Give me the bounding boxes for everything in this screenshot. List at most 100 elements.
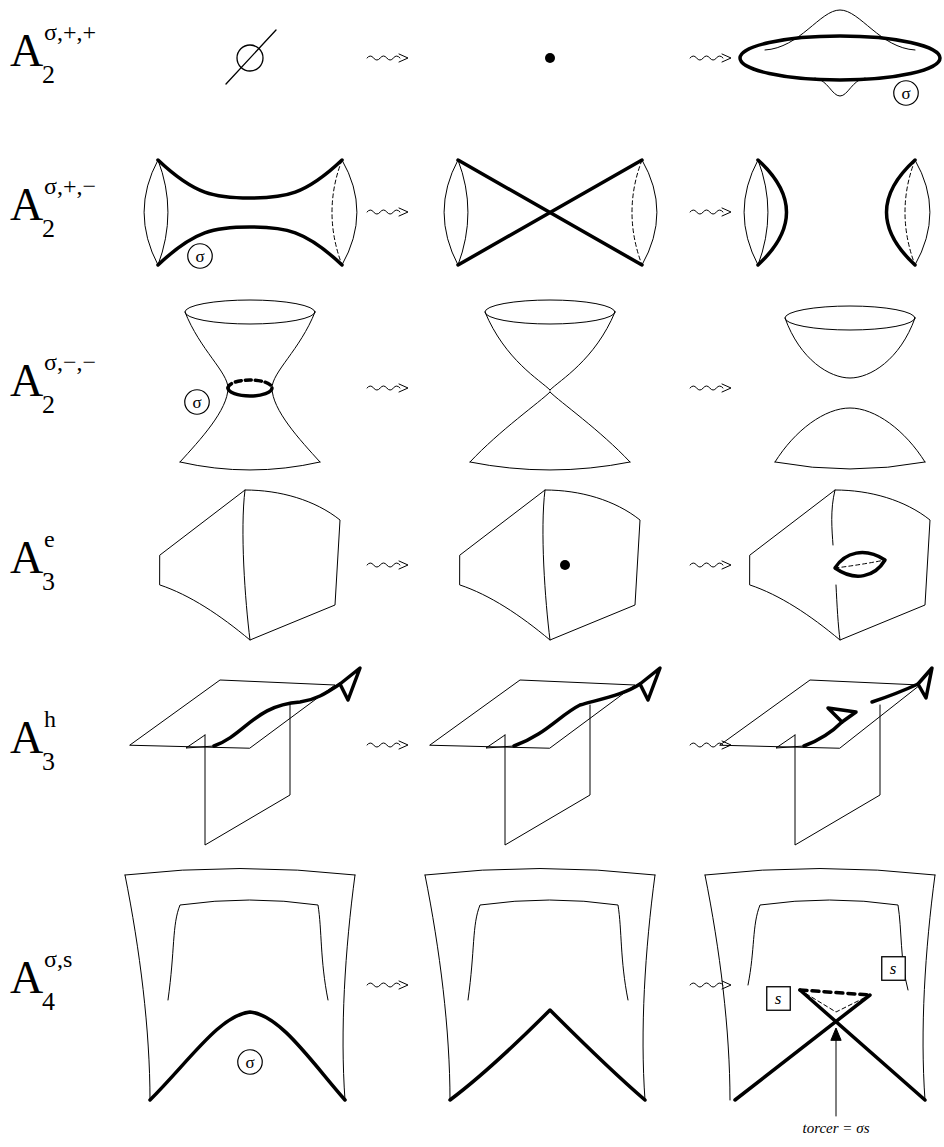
squiggle-arrow <box>690 54 731 62</box>
swallowtail-surface <box>918 668 932 698</box>
boxed-sign: s <box>881 956 906 981</box>
two-sheet-neck <box>180 300 320 470</box>
two-sheet-neck <box>180 388 228 462</box>
fold-surface <box>643 875 655 1100</box>
swallowtail-surface <box>720 680 920 748</box>
swallowtail-surface <box>776 735 804 748</box>
hyperbola-branches <box>915 160 930 265</box>
circle-outline <box>238 1050 263 1075</box>
cone-crossing <box>458 160 642 265</box>
sign-text: σ <box>237 1049 263 1071</box>
cone-crossing <box>444 160 657 265</box>
boxed-sign: s <box>766 986 791 1011</box>
squiggle-arrow <box>367 384 408 392</box>
surface-patch <box>832 490 835 545</box>
two-sheet-neck <box>272 312 315 388</box>
surface-patch <box>460 490 640 640</box>
swallowtail-surface <box>795 705 880 845</box>
fold-surface <box>705 869 935 1101</box>
circle-outline <box>894 81 919 106</box>
hyperboloid-neck <box>158 160 342 198</box>
hyperboloid-neck <box>158 160 168 265</box>
row-subscript: 2 <box>42 62 55 88</box>
swallowtail-surface <box>872 684 918 702</box>
note-text: torcer = σs <box>803 1121 870 1136</box>
box-outline <box>881 956 905 980</box>
touching-cones <box>550 312 615 390</box>
squiggle-arrow <box>367 208 408 216</box>
touching-cones <box>550 392 630 462</box>
surface-patch <box>160 490 340 640</box>
fold-surface <box>425 869 655 1101</box>
fold-surface <box>735 995 870 1100</box>
row-superscript: σ,−,− <box>44 350 96 374</box>
swallowtail-surface <box>804 722 842 746</box>
leader-arrow <box>831 1028 841 1040</box>
swallowtail-surface <box>214 684 340 746</box>
circled-sign: σ <box>893 80 919 106</box>
hyperboloid-neck <box>144 160 357 265</box>
swallowtail-surface <box>514 684 640 746</box>
fold-surface <box>923 875 935 1100</box>
row-symbol: A <box>10 715 43 761</box>
touching-cones <box>470 392 550 462</box>
row-superscript: σ,s <box>44 947 72 971</box>
row-subscript: 2 <box>42 392 55 418</box>
fold-surface <box>150 1012 345 1100</box>
swallowtail-surface <box>186 735 214 748</box>
swallowtail-surface <box>486 735 514 748</box>
cone-crossing <box>642 160 657 265</box>
fold-surface <box>425 869 655 876</box>
lens-curve <box>835 560 885 568</box>
fold-surface <box>705 875 730 1100</box>
cone-crossing <box>458 160 468 265</box>
row-superscript: h <box>44 707 56 731</box>
row-subscript: 4 <box>42 989 55 1015</box>
row-symbol: A <box>10 182 43 228</box>
cone-crossing <box>632 160 642 265</box>
front-ellipse <box>740 36 940 80</box>
squiggle-arrow <box>690 384 731 392</box>
hyperboloid-neck <box>332 160 342 265</box>
two-sheet-neck <box>272 388 320 462</box>
circle-outline <box>185 390 210 415</box>
swallowtail-surface <box>828 708 856 722</box>
two-sheet-neck <box>185 312 228 388</box>
row-subscript: 3 <box>42 749 55 775</box>
row-symbol: A <box>10 358 43 404</box>
hyperbola-branches <box>887 160 916 265</box>
fold-surface <box>125 869 355 876</box>
fold-surface <box>343 875 355 1100</box>
sign-text: σ <box>184 389 210 411</box>
squiggle-arrow <box>367 741 408 749</box>
sign-text: σ <box>187 243 213 265</box>
fold-surface <box>168 900 328 1000</box>
row-superscript: σ,+,+ <box>44 20 96 44</box>
lens-curve <box>835 553 885 577</box>
surface-patch <box>460 490 640 640</box>
leader-arrow <box>836 1030 837 1116</box>
separated-sheets <box>785 318 915 378</box>
swallowtail-surface <box>430 668 660 845</box>
swallowtail-surface <box>130 668 360 845</box>
separated-sheets <box>775 408 925 462</box>
separated-sheets <box>775 462 925 469</box>
separated-sheets <box>775 306 925 469</box>
row-superscript: σ,+,− <box>44 174 96 198</box>
fold-surface <box>125 869 355 1101</box>
row-subscript: 2 <box>42 216 55 242</box>
touching-cones <box>485 312 550 390</box>
row-symbol: A <box>10 955 43 1001</box>
fold-surface <box>425 875 450 1100</box>
surface-patch <box>750 490 930 640</box>
fold-surface <box>800 990 925 1100</box>
empty-set-symbol <box>226 30 276 84</box>
circled-sign: σ <box>184 389 210 415</box>
hyperbola-branches <box>758 160 787 265</box>
swallowtail-surface <box>720 668 932 845</box>
leader-arrow <box>831 1028 841 1116</box>
front-ellipse <box>765 10 915 50</box>
cone-crossing <box>444 160 458 265</box>
surface-patch <box>160 490 340 640</box>
